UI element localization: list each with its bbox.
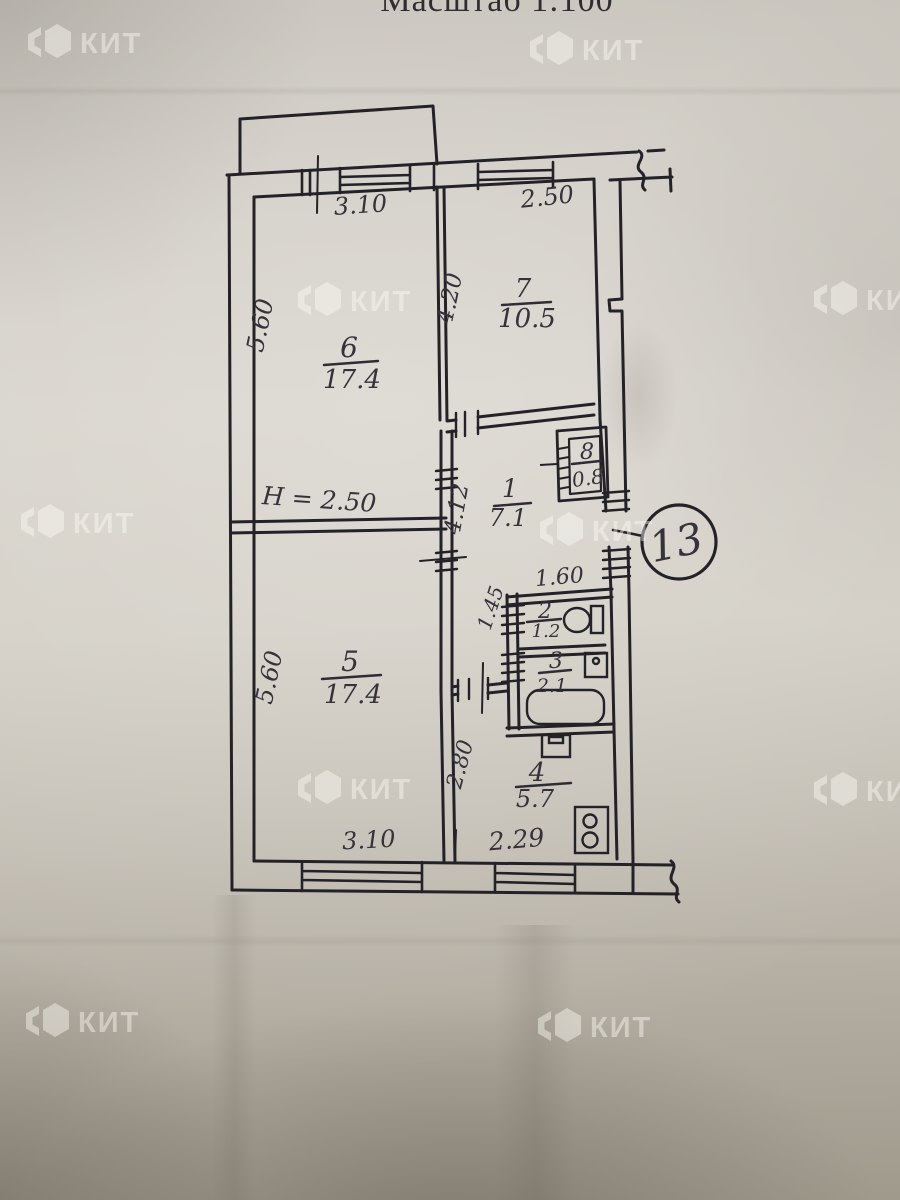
window-top-1	[338, 164, 412, 195]
paper-shadow-streak	[212, 895, 256, 1200]
window-top-2	[476, 160, 555, 191]
kit-watermark	[538, 1008, 653, 1044]
stove-icon	[573, 805, 610, 855]
svg-text:10.5: 10.5	[498, 304, 556, 334]
wall-break-symbol	[669, 859, 681, 904]
kit-watermark	[28, 24, 143, 60]
dim-side-depth-upper: 5.60	[241, 296, 279, 354]
kit-watermark	[298, 770, 413, 806]
kit-watermark	[814, 772, 900, 808]
paper-smudge	[598, 320, 678, 470]
svg-text:7.1: 7.1	[489, 504, 527, 532]
dim-side-depth-lower: 5.60	[250, 648, 288, 706]
apartment-number: 13	[645, 513, 707, 572]
svg-text:1: 1	[502, 474, 518, 503]
bathtub-icon	[525, 688, 606, 726]
svg-text:5.7: 5.7	[516, 785, 555, 813]
svg-text:1.2: 1.2	[532, 621, 561, 642]
svg-text:2.1: 2.1	[536, 675, 567, 697]
svg-text:5: 5	[341, 645, 359, 678]
scale-title: Масштаб 1:100	[380, 0, 613, 19]
kit-watermark	[814, 281, 900, 317]
svg-text:7: 7	[515, 274, 532, 304]
walls	[225, 104, 681, 904]
room-label-fraction-lines	[320, 300, 602, 789]
room-5-label: 5 17.4	[324, 645, 382, 710]
dim-hall-depth: 4.12	[440, 481, 475, 537]
wall-break-symbol	[636, 149, 647, 192]
room-4-label: 4 5.7	[516, 758, 555, 813]
svg-text:17.4: 17.4	[323, 365, 381, 395]
balcony-outline	[238, 104, 439, 175]
washbasin-icon	[583, 651, 609, 679]
toilet-icon	[562, 604, 605, 635]
room-1-label: 1 7.1	[489, 474, 527, 532]
closet-8-outline	[539, 425, 610, 503]
svg-text:0.8: 0.8	[570, 464, 605, 492]
ceiling-height-note: H = 2.50	[260, 481, 377, 518]
paper-crease	[0, 935, 900, 947]
kit-watermark	[540, 512, 655, 548]
fixtures	[525, 604, 610, 855]
paper-crease	[0, 86, 900, 96]
room-3-label: 3 2.1	[536, 649, 567, 697]
paper-shadow-streak	[495, 925, 575, 1200]
dim-hall-width: 1.60	[534, 563, 585, 592]
svg-text:8: 8	[580, 440, 594, 465]
kit-watermark	[26, 1003, 141, 1039]
dim-bottom-width: 3.10	[341, 825, 396, 856]
svg-text:4: 4	[528, 758, 546, 788]
room-2-label: 2 1.2	[532, 599, 561, 642]
dimension-labels: 3.10 2.50 5.60 4.20 4.12 1.60 1.45 5.60 …	[241, 180, 585, 856]
kit-watermark	[530, 31, 645, 67]
window-bottom-1	[300, 860, 424, 894]
room-labels: 6 17.4 7 10.5 1 7.1 8 0.8 2 1.2 3 2.1 5 …	[323, 274, 605, 813]
svg-text:17.4: 17.4	[324, 680, 382, 710]
dim-top-width-left: 3.10	[333, 189, 388, 221]
dim-kitchen-width: 2.29	[487, 823, 546, 857]
door-hatches	[434, 467, 632, 684]
svg-text:2: 2	[537, 599, 552, 624]
room-8-label: 8 0.8	[570, 440, 605, 492]
room-6-label: 6 17.4	[323, 331, 381, 395]
room-7-label: 7 10.5	[498, 274, 556, 334]
kit-watermark	[21, 504, 136, 540]
svg-text:3: 3	[549, 649, 563, 674]
kitchen-sink-icon	[540, 733, 572, 759]
balcony-door-pier	[300, 162, 436, 197]
windows	[300, 160, 577, 895]
dim-top-width-right: 2.50	[518, 180, 575, 214]
svg-text:6: 6	[340, 331, 358, 364]
kit-watermark	[298, 282, 413, 318]
window-bottom-2	[493, 861, 577, 895]
dim-kitchen-depth: 2.80	[442, 737, 479, 792]
dimension-ticks	[316, 155, 484, 858]
